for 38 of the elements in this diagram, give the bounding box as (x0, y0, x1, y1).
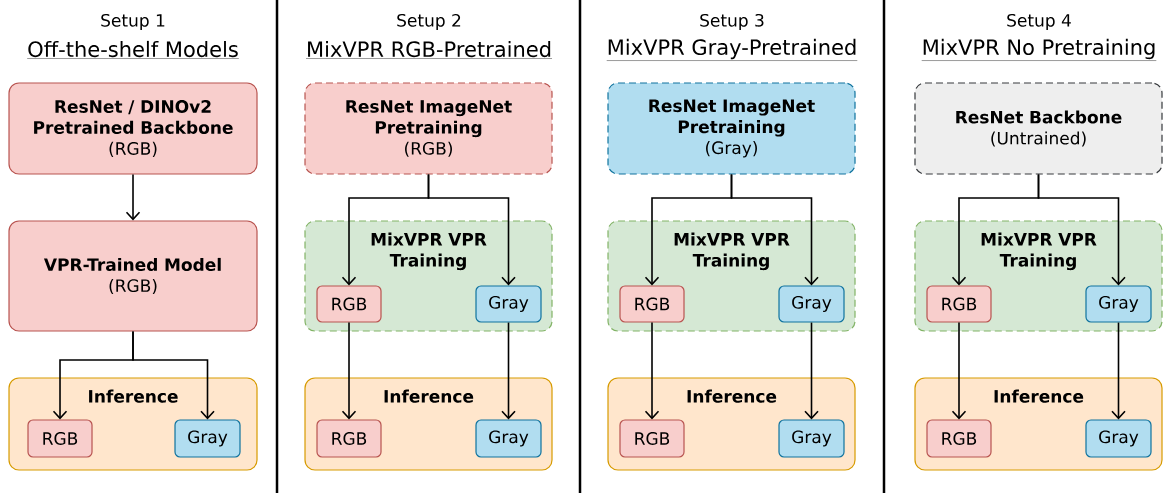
arrow (644, 321, 660, 420)
arrow (730, 173, 819, 286)
backbone-box: ResNet Backbone (Untrained) (914, 82, 1163, 175)
mode-box: Gray (174, 419, 241, 458)
setup-heading: MixVPR Gray-Pretrained (606, 38, 858, 61)
setup-heading: MixVPR RGB-Pretrained (305, 40, 553, 59)
mode-box: Gray (475, 285, 542, 323)
arrow (1111, 321, 1126, 420)
mode-box: Gray (778, 419, 845, 458)
backbone-box: ResNet ImageNet Pretraining (Gray) (607, 82, 856, 175)
mode-box: RGB (619, 285, 685, 323)
mode-box: RGB (316, 285, 382, 323)
backbone-box: ResNet / DINOv2 Pretrained Backbone (RGB) (8, 82, 258, 175)
arrow (125, 173, 141, 221)
arrow (341, 321, 357, 420)
mode-box: RGB (619, 419, 685, 458)
arrow (501, 321, 516, 420)
mode-box: Gray (475, 419, 542, 458)
arrow (951, 321, 967, 420)
arrow (1037, 173, 1126, 286)
mode-box: RGB (27, 419, 93, 458)
mode-box: Gray (1085, 285, 1152, 323)
mode-box: RGB (926, 419, 992, 458)
setup-number: Setup 3 (700, 13, 764, 31)
setup-heading: MixVPR No Pretraining (921, 38, 1157, 61)
model-box: VPR-Trained Model (RGB) (8, 220, 258, 332)
setup-number: Setup 4 (1007, 13, 1071, 31)
setup-heading: Off-the-shelf Models (26, 40, 240, 59)
arrow (804, 321, 819, 420)
arrow (132, 330, 215, 420)
mode-box: Gray (778, 285, 845, 323)
setup-number: Setup 2 (397, 13, 461, 31)
backbone-box: ResNet ImageNet Pretraining (RGB) (304, 82, 553, 175)
mode-box: Gray (1085, 419, 1152, 458)
mode-box: RGB (926, 285, 992, 323)
arrow (427, 173, 516, 286)
mode-box: RGB (316, 419, 382, 458)
setup-number: Setup 1 (101, 13, 165, 31)
